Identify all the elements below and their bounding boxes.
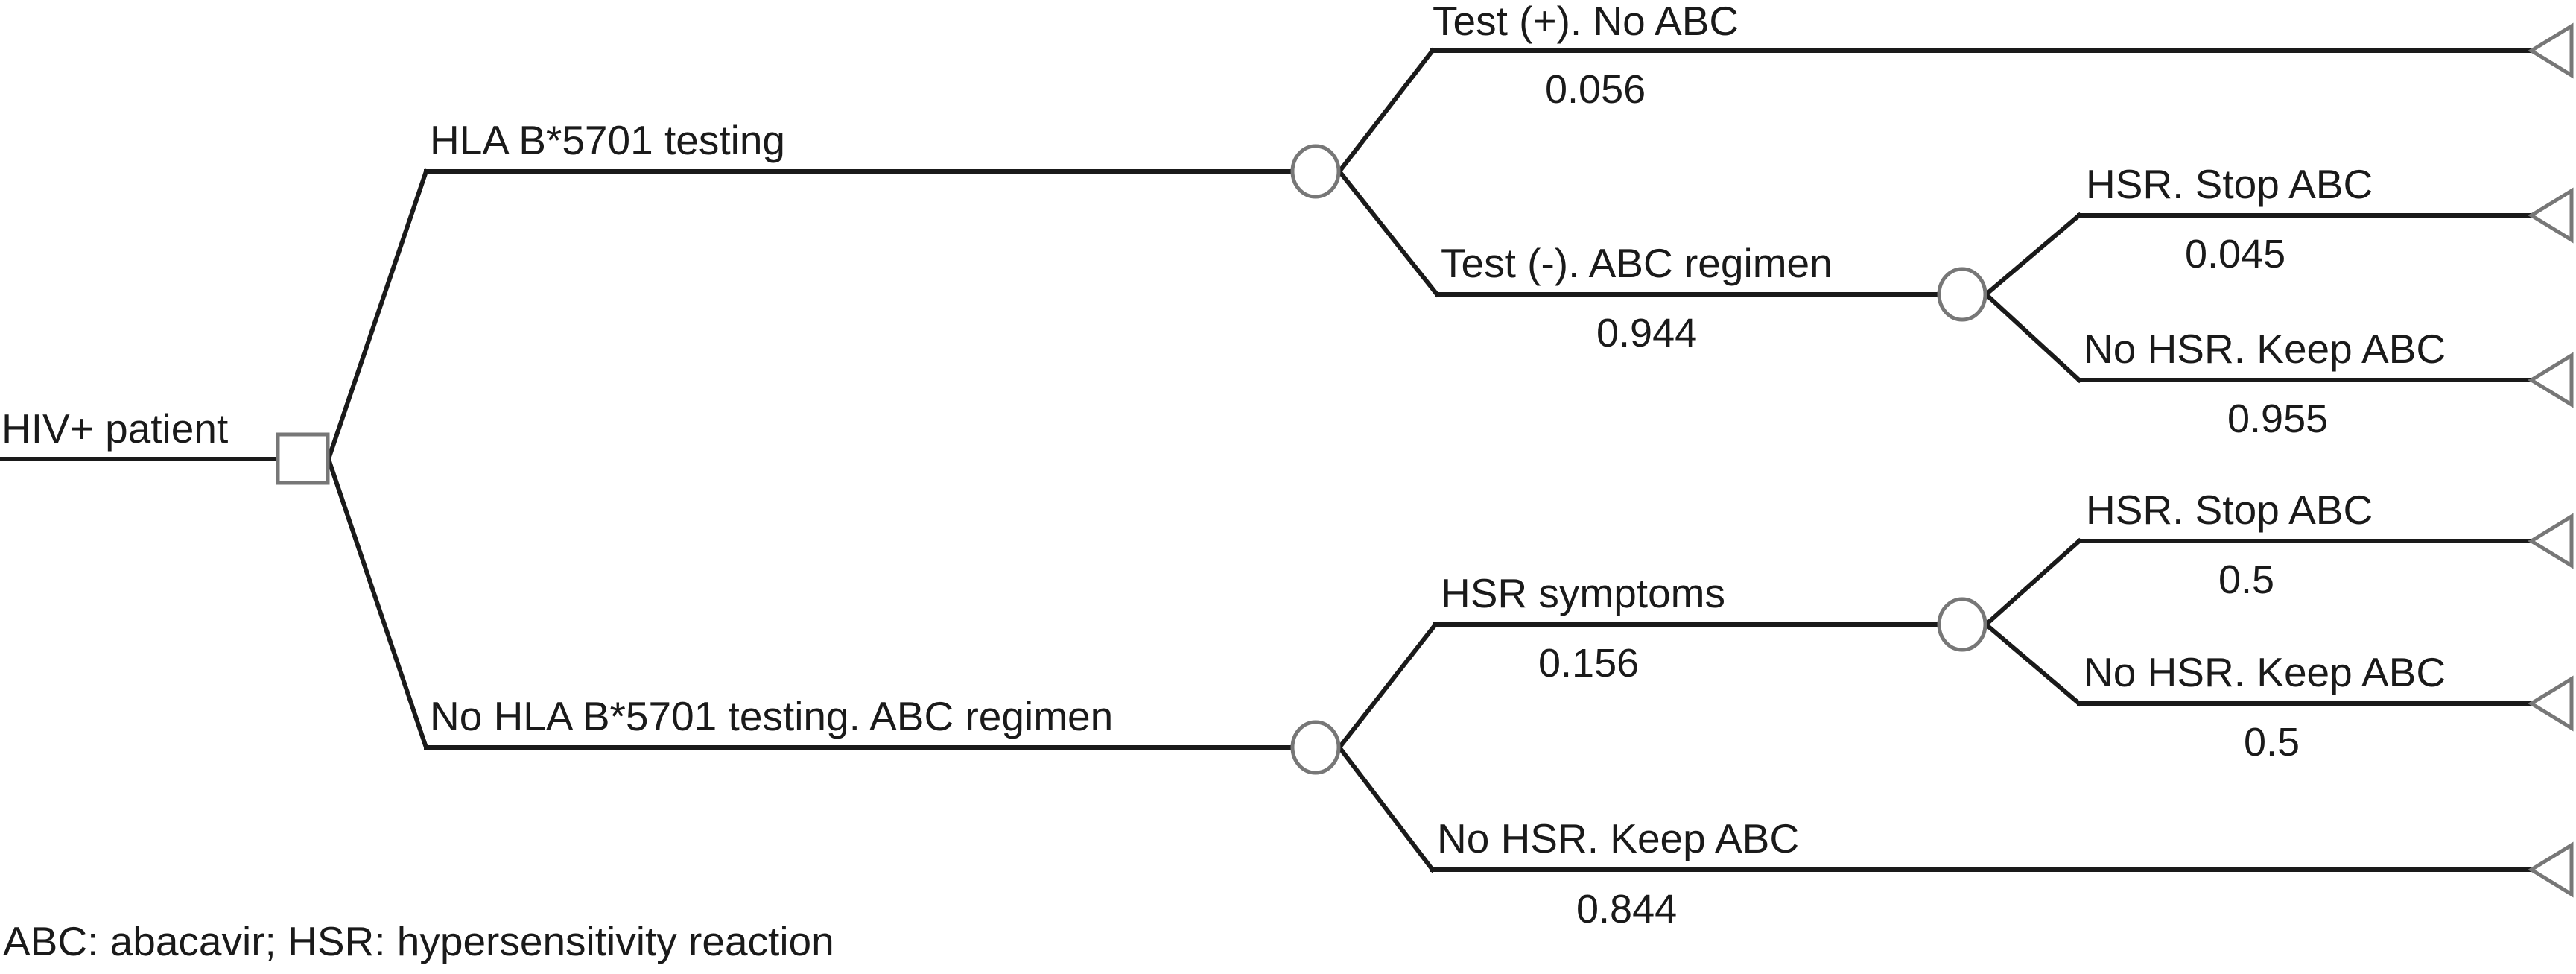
edge-c4-up [1336, 621, 1439, 751]
edge-c1-up [1336, 47, 1436, 175]
branch-label-test-neg-no-hsr: No HSR. Keep ABC [2084, 326, 2446, 372]
chance-node-hsr-symptoms [1937, 597, 1987, 652]
edge-c3-up [1982, 537, 2083, 628]
branch-label-no-testing: No HLA B*5701 testing. ABC regimen [430, 693, 1113, 739]
decision-node-square [276, 432, 330, 485]
branch-prob-test-neg: 0.944 [1596, 311, 1697, 355]
branch-prob-test-neg-no-hsr: 0.955 [2227, 396, 2328, 441]
branch-prob-hsr-symptoms: 0.156 [1538, 641, 1639, 686]
edge-c4-down [1336, 744, 1436, 873]
edge-c3-down [1982, 621, 2083, 707]
edge-c2-up [1982, 212, 2083, 298]
branch-prob-test-pos: 0.056 [1545, 67, 1646, 112]
terminal-node-test-pos [2528, 22, 2574, 79]
branch-label-test-neg-hsr: HSR. Stop ABC [2086, 161, 2373, 207]
chance-node-no-testing [1290, 720, 1341, 775]
chance-node-test-neg [1937, 267, 1987, 322]
tree-nodes [276, 22, 2574, 898]
chance-node-hla-testing [1290, 144, 1341, 199]
edge-decision-to-testing [326, 168, 429, 462]
branch-prob-symptoms-hsr: 0.5 [2218, 557, 2274, 602]
branch-label-test-pos: Test (+). No ABC [1433, 0, 1739, 44]
terminal-node-test-neg-no-hsr [2528, 352, 2574, 408]
branch-label-hsr-symptoms: HSR symptoms [1441, 570, 1725, 616]
branch-label-test-neg: Test (-). ABC regimen [1441, 240, 1833, 286]
edge-c2-down [1982, 291, 2083, 384]
branch-label-hla-testing: HLA B*5701 testing [430, 117, 785, 163]
branch-prob-no-test-no-hsr: 0.844 [1576, 887, 1677, 932]
tree-labels: HIV+ patient HLA B*5701 testing Test (+)… [1, 0, 2446, 964]
branch-prob-symptoms-no-hsr: 0.5 [2244, 720, 2300, 765]
terminal-node-test-neg-hsr [2528, 187, 2574, 244]
edge-decision-to-no-testing [326, 456, 429, 750]
edge-c1-down [1336, 168, 1441, 298]
branch-label-symptoms-no-hsr: No HSR. Keep ABC [2084, 649, 2446, 695]
root-label: HIV+ patient [1, 405, 228, 452]
branch-prob-test-neg-hsr: 0.045 [2185, 232, 2285, 276]
footnote-abbreviations: ABC: abacavir; HSR: hypersensitivity rea… [3, 918, 834, 964]
terminal-node-no-test-no-hsr [2528, 841, 2574, 898]
terminal-node-symptoms-no-hsr [2528, 675, 2574, 732]
terminal-node-symptoms-hsr [2528, 513, 2574, 569]
branch-label-no-test-no-hsr: No HSR. Keep ABC [1437, 815, 1799, 861]
tree-edges [0, 47, 2534, 873]
branch-label-symptoms-hsr: HSR. Stop ABC [2086, 487, 2373, 533]
